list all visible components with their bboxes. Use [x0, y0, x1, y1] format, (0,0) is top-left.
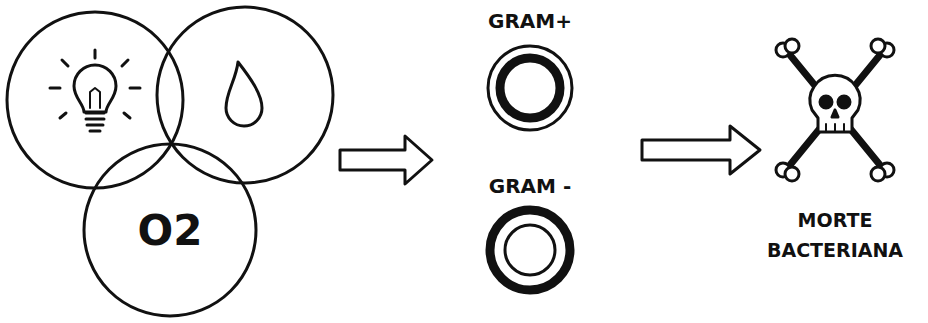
- caption-label: MORTE BACTERIANA: [760, 205, 910, 266]
- block-arrow: [340, 136, 432, 184]
- water-drop-icon: [226, 62, 262, 126]
- oxygen-circle: O2: [82, 142, 258, 318]
- node-text: O2: [138, 206, 203, 255]
- thin-inner-wall: [505, 225, 555, 275]
- water-circle: [157, 7, 333, 183]
- skull-crossbones-icon: [776, 39, 894, 181]
- circle-outline-shape: [84, 144, 256, 316]
- gram-label: GRAM+: [470, 5, 590, 37]
- block-arrow: [642, 126, 760, 174]
- thick-peptidoglycan-wall: [500, 58, 560, 118]
- thick-outer-wall: [490, 210, 570, 290]
- gram-label: GRAM -: [470, 170, 590, 202]
- thin-outer-wall: [488, 46, 572, 130]
- lightbulb-icon: [50, 50, 140, 131]
